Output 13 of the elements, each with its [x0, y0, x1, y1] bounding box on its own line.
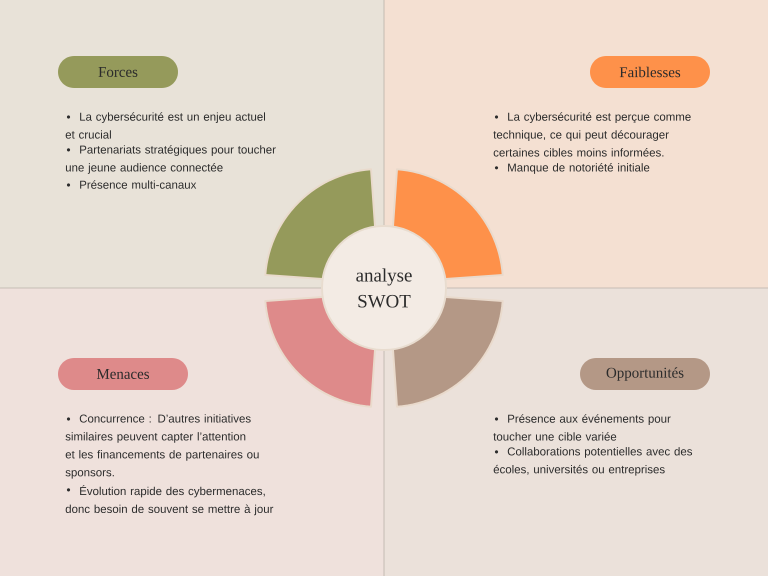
bullet-item: Présence aux événements pour toucher une cible variée [493, 414, 671, 441]
bullet-item: La cybersécurité est perçue comme technique, ce qui peut décourager certaines cibles moins informées. [493, 112, 691, 157]
bullet-item: Manque de notoriété initiale [494, 163, 650, 174]
heading-pill: Forces [58, 56, 178, 88]
bullet-item: Collaborations potentielles avec des écoles, universités ou entreprises [494, 447, 692, 476]
bullet-item: Évolution rapide des cybermenaces, donc besoin de souvent se mettre à jour [66, 485, 274, 516]
heading-pill: Opportunités [580, 358, 710, 390]
heading-pill: Menaces [58, 358, 188, 390]
bullet-item: Présence multi-canaux [66, 180, 196, 189]
heading-pill: Faiblesses [590, 56, 710, 88]
bullet-item: Partenariats stratégiques pour toucher une jeune audience connectée [66, 145, 276, 174]
bullet-item: Concurrence : D’autres initiatives similaires peuvent capter l’attention et les financements de partenaires ou sponsors. [66, 414, 259, 479]
bullet-item: La cybersécurité est un enjeu actuel et crucial [66, 112, 265, 139]
